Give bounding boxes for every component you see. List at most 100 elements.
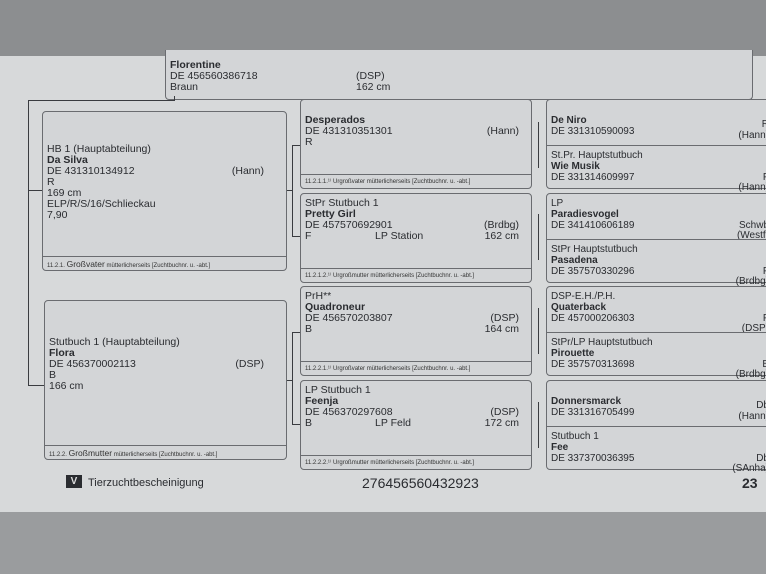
horse-id: DE 331310590093 [551, 126, 635, 137]
section: StPr/LP Hauptstutbuch [551, 337, 653, 348]
breed: (Hann) [231, 165, 264, 177]
card-footer: 11.2.1.1.¹⁾ Urgroßvater mütterlicherseit… [301, 174, 531, 188]
ancestor-entry: DSP-E.H./P.H. Quaterback DE 457000206303… [547, 287, 766, 334]
breed: (Hann) [486, 125, 519, 137]
height: 172 cm [484, 417, 519, 429]
horse-name: Quadroneur [305, 301, 366, 313]
horse-id: DE 456370002113 [49, 358, 136, 370]
table-surface [0, 512, 766, 574]
horse-name: Fee [551, 442, 569, 453]
ancestor-entry: St.Pr. Hauptstutbuch Wie Musik DE 331314… [547, 145, 766, 193]
performance: ELP/R/S/16/Schlieckau [47, 198, 156, 210]
horse-name: Desperados [305, 114, 366, 126]
ancestor-pair-card: DSP-E.H./P.H. Quaterback DE 457000206303… [546, 286, 766, 380]
horse-id: DE 341410606189 [551, 220, 635, 231]
horse-name: Donnersmarck [551, 396, 622, 407]
v-badge: V [66, 475, 82, 488]
color: F [762, 172, 766, 183]
ancestor-pair-card: Donnersmarck DE 331316705499 Db (Hann) S… [546, 380, 766, 474]
breed: (Hann) [738, 411, 766, 422]
horse-id: DE 357570330296 [551, 266, 635, 277]
color: Db [756, 400, 766, 411]
color: B [305, 323, 313, 335]
horse-breed: (DSP) [356, 70, 385, 82]
great-grandparent-card: LP Stutbuch 1 Feenja DE 456370297608 B L… [300, 380, 532, 470]
great-grandparent-card: Desperados DE 431310351301 R (Hann) 11.2… [300, 99, 532, 189]
horse-id: DE 457000206303 [551, 313, 635, 324]
card-footer: 11.2.1.2.¹⁾ Urgroßmutter mütterlichersei… [301, 268, 531, 282]
color: R [47, 176, 55, 188]
horse-header: Florentine DE 456560386718 Braun (DSP) 1… [165, 50, 753, 100]
horse-id: DE 456560386718 [170, 70, 258, 82]
section: LP [551, 198, 564, 209]
ancestor-entry: De Niro DE 331310590093 R (Hann) [547, 100, 766, 145]
height: 164 cm [484, 323, 519, 335]
score: 7,90 [47, 209, 68, 221]
horse-id: DE 431310351301 [305, 125, 393, 137]
section: HB 1 (Hauptabteilung) [47, 143, 151, 155]
breed: (Brdbg) [735, 276, 766, 287]
horse-color: Braun [170, 81, 199, 93]
section: PrH** [305, 290, 332, 302]
color: Schwb [738, 220, 766, 231]
section: LP Stutbuch 1 [305, 384, 371, 396]
horse-name: Florentine [170, 59, 221, 71]
breed: (SAnha) [732, 463, 766, 474]
color: Db [756, 453, 766, 464]
horse-name: Feenja [305, 395, 339, 407]
horse-name: Pasadena [551, 255, 598, 266]
color: B [49, 369, 57, 381]
section: StPr Stutbuch 1 [305, 197, 379, 209]
performance: LP Feld [375, 417, 411, 429]
breed: (Westf) [736, 230, 766, 241]
horse-id: DE 456370297608 [305, 406, 393, 418]
height: 166 cm [49, 380, 84, 392]
horse-id: DE 331314609997 [551, 172, 635, 183]
horse-name: Quaterback [551, 302, 607, 313]
breed: (DSP) [490, 312, 519, 324]
color: R [305, 136, 313, 148]
horse-id: DE 431310134912 [47, 165, 135, 177]
breed: (Brdbg) [735, 369, 766, 380]
section: Stutbuch 1 [551, 431, 599, 442]
color: B [762, 359, 766, 370]
color: F [305, 230, 312, 242]
section: St.Pr. Hauptstutbuch [551, 150, 643, 161]
section: StPr Hauptstutbuch [551, 244, 638, 255]
page-number: 23 [742, 475, 758, 491]
ancestor-entry: StPr/LP Hauptstutbuch Pirouette DE 35757… [547, 332, 766, 380]
breed: (DSP) [235, 358, 264, 370]
ancestor-entry: LP Paradiesvogel DE 341410606189 Schwb (… [547, 194, 766, 241]
breed: (DSP) [741, 323, 766, 334]
breed: (DSP) [490, 406, 519, 418]
ancestor-pair-card: De Niro DE 331310590093 R (Hann) St.Pr. … [546, 99, 766, 193]
breed: (Hann) [738, 182, 766, 193]
color: B [305, 417, 313, 429]
color: F [762, 266, 766, 277]
horse-name: Wie Musik [551, 161, 600, 172]
section: DSP-E.H./P.H. [551, 291, 616, 302]
performance: LP Station [375, 230, 424, 242]
great-grandparent-card: PrH** Quadroneur DE 456570203807 B (DSP)… [300, 286, 532, 376]
horse-name: Flora [49, 347, 75, 359]
horse-id: DE 337370036395 [551, 453, 635, 464]
document-number: 276456560432923 [362, 475, 479, 491]
horse-name: Paradiesvogel [551, 209, 619, 220]
horse-id: DE 456570203807 [305, 312, 393, 324]
horse-id: DE 357570313698 [551, 359, 635, 370]
card-footer: 11.2.1. Großvater mütterlicherseits [Zuc… [43, 256, 286, 270]
height: 162 cm [484, 230, 519, 242]
color: R [761, 119, 766, 130]
great-grandparent-card: StPr Stutbuch 1 Pretty Girl DE 457570692… [300, 193, 532, 283]
horse-id: DE 457570692901 [305, 219, 393, 231]
breed: (Hann) [738, 130, 766, 141]
horse-name: Pirouette [551, 348, 595, 359]
section: Stutbuch 1 (Hauptabteilung) [49, 336, 180, 348]
breed: (Brdbg) [483, 219, 519, 231]
grandsire-card: HB 1 (Hauptabteilung) Da Silva DE 431310… [42, 111, 287, 271]
card-footer: 11.2.2.2.¹⁾ Urgroßmutter mütterlichersei… [301, 455, 531, 469]
horse-height: 162 cm [356, 81, 391, 93]
horse-name: Pretty Girl [305, 208, 356, 220]
card-footer: 11.2.2. Großmutter mütterlicherseits [Zu… [45, 445, 286, 459]
ancestor-pair-card: LP Paradiesvogel DE 341410606189 Schwb (… [546, 193, 766, 287]
